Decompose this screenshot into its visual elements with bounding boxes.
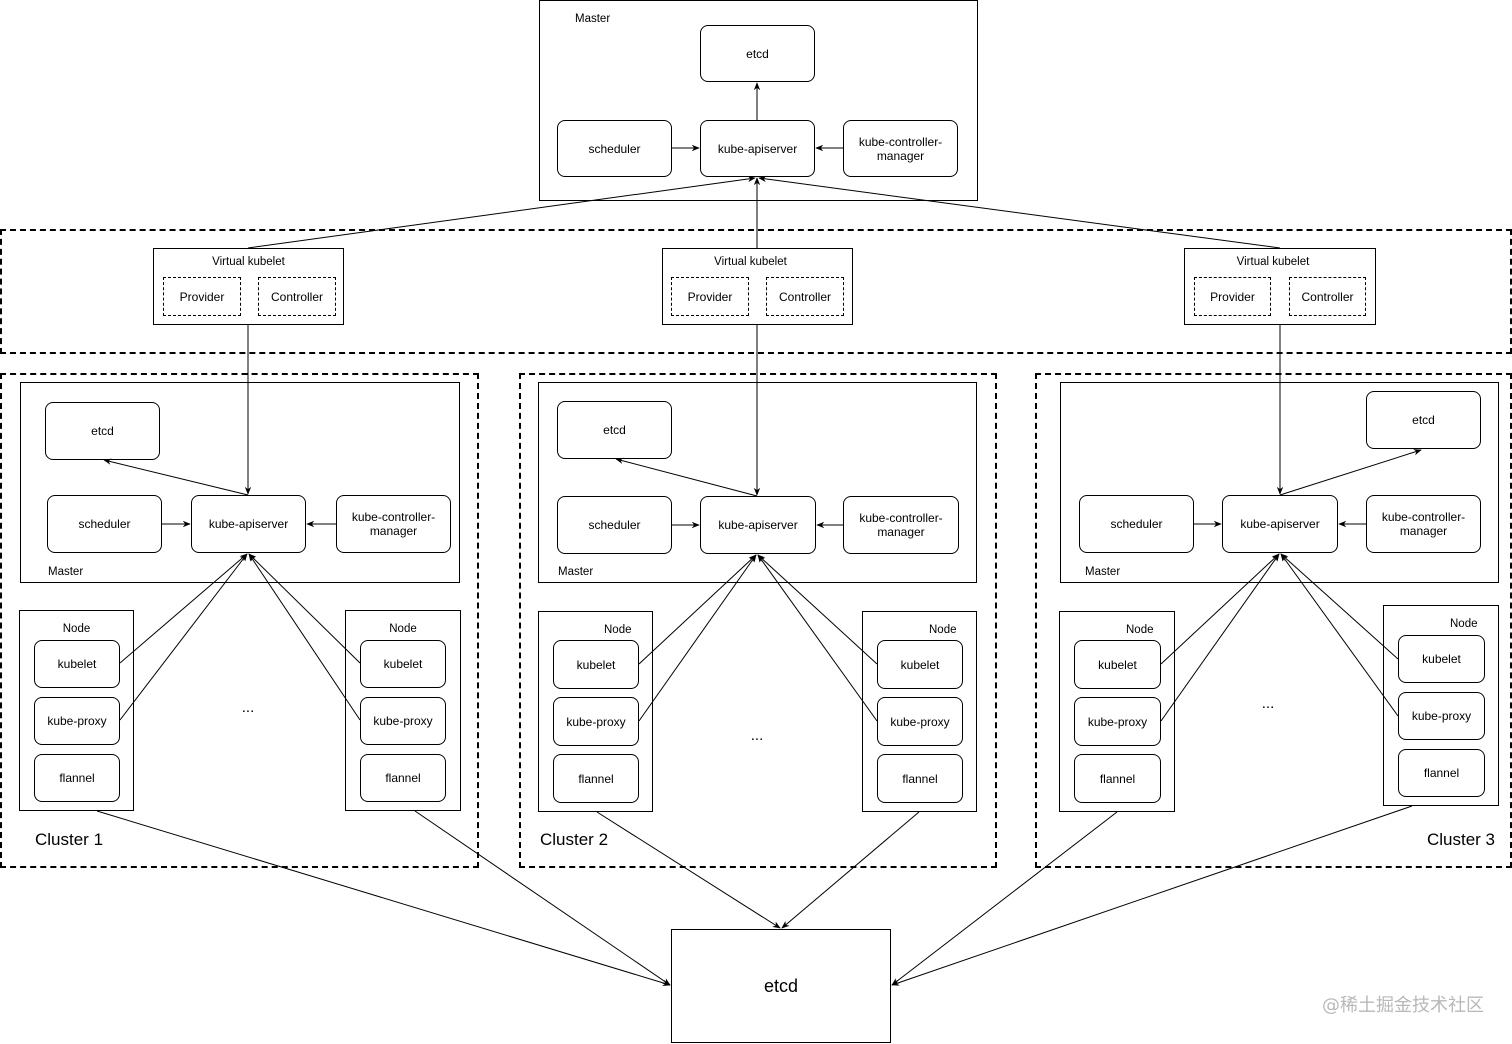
cluster-1-node-1-kubelet: kubelet	[34, 640, 120, 688]
cluster-1-node-2-label: Node	[389, 623, 417, 635]
cluster-3-kube-controller-manager: kube-controller-manager	[1366, 495, 1481, 553]
cluster-1-node-2-kube-proxy: kube-proxy	[360, 697, 446, 745]
cluster-2-node-2-kubelet: kubelet	[877, 640, 963, 689]
cluster-2-node-2-label: Node	[929, 624, 957, 636]
cluster-1-more-nodes: ...	[241, 699, 255, 716]
virtual-kubelet-3-provider: Provider	[1194, 277, 1271, 316]
cluster-2-kube-controller-manager: kube-controller-manager	[843, 496, 959, 554]
cluster-3-master-label: Master	[1085, 566, 1121, 578]
cluster-3-node-2-label: Node	[1450, 618, 1478, 630]
cluster-3-label: Cluster 3	[1426, 830, 1495, 849]
cluster-3-node-1-label: Node	[1126, 624, 1154, 636]
top-master-scheduler: scheduler	[557, 120, 672, 177]
cluster-3-more-nodes: ...	[1261, 695, 1275, 712]
cluster-1-etcd: etcd	[45, 402, 160, 460]
cluster-2-node-1-kubelet: kubelet	[553, 640, 639, 689]
watermark: @稀土掘金技术社区	[1322, 995, 1484, 1016]
top-master-label: Master	[575, 13, 611, 25]
cluster-2-scheduler: scheduler	[557, 496, 672, 554]
cluster-3-node-2-kube-proxy: kube-proxy	[1398, 692, 1485, 740]
cluster-3-scheduler: scheduler	[1079, 495, 1194, 553]
virtual-kubelet-2-provider: Provider	[671, 277, 749, 316]
shared-etcd: etcd	[671, 929, 891, 1043]
cluster-3-node-1-kubelet: kubelet	[1074, 640, 1161, 689]
virtual-kubelet-2-controller: Controller	[766, 277, 844, 316]
top-master-kube-controller-manager: kube-controller-manager	[843, 120, 958, 177]
cluster-1-node-1-label: Node	[62, 623, 91, 635]
cluster-2-node-2-kube-proxy: kube-proxy	[877, 697, 963, 746]
cluster-3-etcd: etcd	[1366, 391, 1481, 449]
top-master-frame	[539, 0, 978, 201]
cluster-2-node-1-label: Node	[604, 624, 632, 636]
cluster-2-node-1-kube-proxy: kube-proxy	[553, 697, 639, 746]
cluster-2-node-2-flannel: flannel	[877, 754, 963, 803]
cluster-1-node-2-flannel: flannel	[360, 754, 446, 802]
virtual-kubelet-3-label: Virtual kubelet	[1236, 256, 1310, 268]
cluster-1-node-1-kube-proxy: kube-proxy	[34, 697, 120, 745]
cluster-2-more-nodes: ...	[750, 727, 764, 744]
cluster-2-label: Cluster 2	[540, 830, 609, 849]
cluster-1-master-label: Master	[48, 566, 84, 578]
virtual-kubelet-1-provider: Provider	[163, 277, 241, 316]
cluster-1-kube-apiserver: kube-apiserver	[191, 495, 306, 553]
cluster-3-kube-apiserver: kube-apiserver	[1222, 495, 1338, 553]
virtual-kubelet-3-controller: Controller	[1289, 277, 1366, 316]
cluster-2-kube-apiserver: kube-apiserver	[700, 496, 816, 554]
virtual-kubelet-layer	[0, 229, 1512, 354]
cluster-3-node-2-flannel: flannel	[1398, 749, 1485, 797]
cluster-3-node-2-kubelet: kubelet	[1398, 635, 1485, 683]
virtual-kubelet-1-controller: Controller	[258, 277, 336, 316]
cluster-1-node-1-flannel: flannel	[34, 754, 120, 802]
top-master-kube-apiserver: kube-apiserver	[700, 120, 815, 177]
cluster-3-node-1-kube-proxy: kube-proxy	[1074, 697, 1161, 746]
cluster-2-node-1-flannel: flannel	[553, 754, 639, 803]
cluster-3-node-1-flannel: flannel	[1074, 754, 1161, 803]
virtual-kubelet-1-label: Virtual kubelet	[212, 256, 285, 268]
cluster-1-node-2-kubelet: kubelet	[360, 640, 446, 688]
cluster-1-scheduler: scheduler	[47, 495, 162, 553]
cluster-1-kube-controller-manager: kube-controller-manager	[336, 495, 451, 553]
cluster-2-master-frame	[538, 382, 977, 583]
cluster-2-master-label: Master	[558, 566, 594, 578]
virtual-kubelet-2-label: Virtual kubelet	[714, 256, 787, 268]
cluster-2-etcd: etcd	[557, 401, 672, 459]
top-master-etcd: etcd	[700, 25, 815, 82]
cluster-1-label: Cluster 1	[35, 830, 104, 849]
